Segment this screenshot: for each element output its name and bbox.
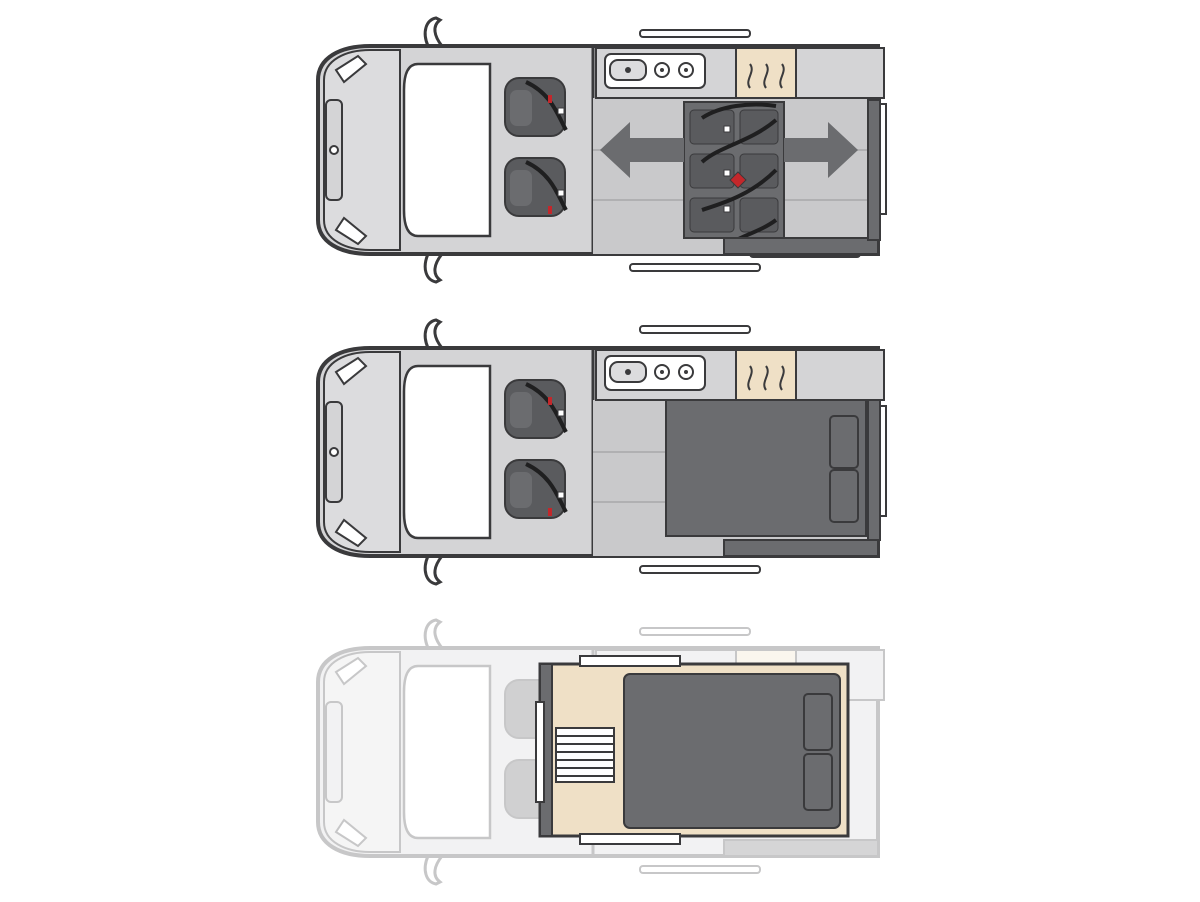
headlight-bottom: [334, 216, 368, 246]
mirror-left: [423, 318, 446, 350]
cab-seat-top: [504, 379, 568, 439]
headlight-bottom: [334, 518, 368, 548]
rail-bottom: [639, 565, 761, 574]
heater-icon: [735, 349, 797, 401]
mirror-right: [423, 252, 446, 284]
layout-night: [300, 312, 900, 602]
cab-seat-top: [504, 77, 568, 137]
badge: [329, 145, 339, 155]
hob-icon: [654, 364, 694, 380]
rear-bed: [665, 399, 867, 537]
rear-step: [723, 237, 879, 255]
rear-column: [867, 399, 881, 541]
windscreen: [402, 364, 492, 540]
hob-icon: [654, 62, 694, 78]
rail-top: [639, 29, 751, 38]
mirror-left: [423, 16, 446, 48]
rail-bottom: [629, 263, 761, 272]
rear-column: [867, 99, 881, 241]
headlight-top: [334, 54, 368, 84]
layout-elevating-roof: [300, 612, 900, 902]
cab-seat-bottom: [504, 459, 568, 519]
bonnet: [323, 351, 401, 553]
ladder-icon: [555, 727, 615, 783]
bonnet: [323, 49, 401, 251]
cab-seat-bottom: [504, 157, 568, 217]
van-night-svg: [316, 318, 887, 586]
van-day-svg: [316, 16, 887, 284]
rear-step: [723, 539, 879, 557]
windscreen: [402, 62, 492, 238]
rail-top: [639, 325, 751, 334]
rear-bench: [683, 101, 785, 248]
heater-icon: [735, 47, 797, 99]
mirror-right: [423, 554, 446, 586]
layout-day: [300, 10, 900, 300]
headlight-top: [334, 356, 368, 386]
badge: [329, 447, 339, 457]
slide-arrow-icon: [600, 122, 858, 178]
van-roof-svg: [316, 618, 885, 886]
